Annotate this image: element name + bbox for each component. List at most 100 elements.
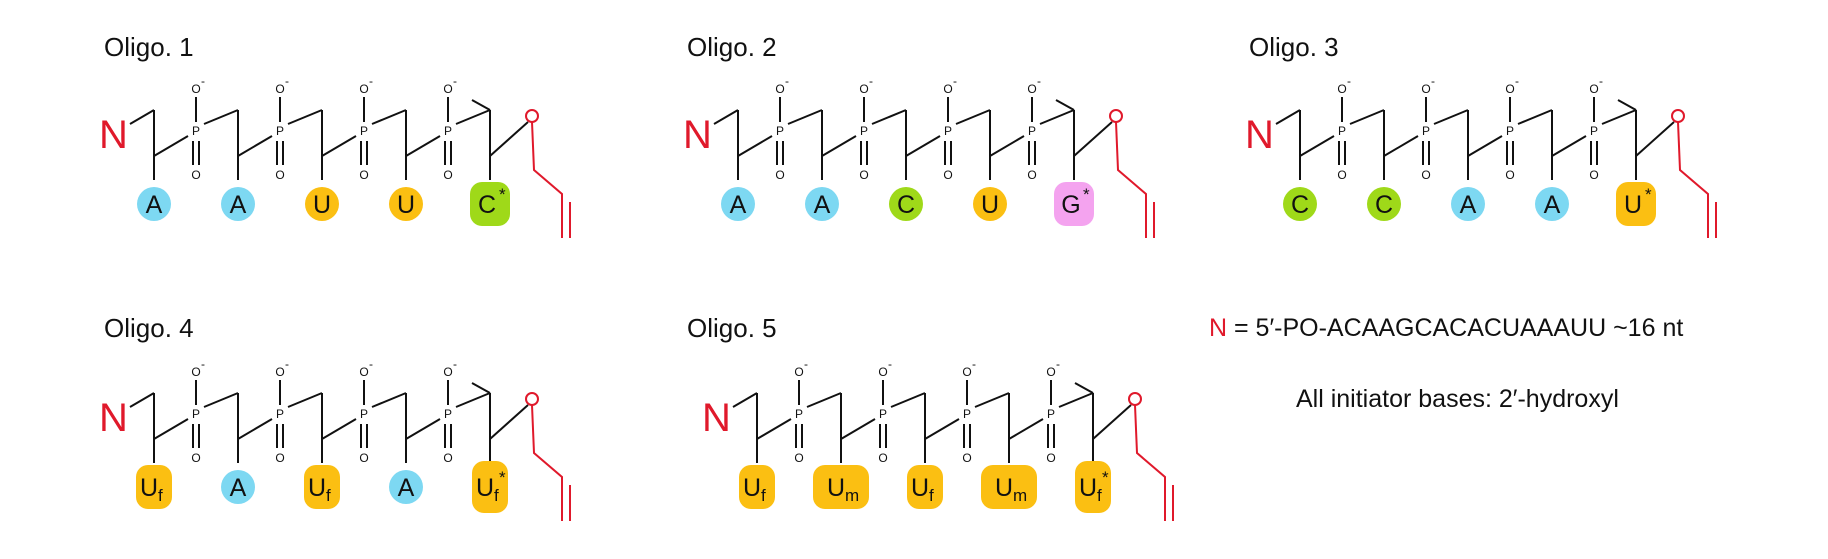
base-A-shape (805, 187, 839, 221)
oxygen-atom: O (191, 365, 200, 379)
oligo-title: Oligo. 1 (104, 32, 194, 62)
oxygen-atom: O (1027, 168, 1036, 182)
oxygen-atom: O (1421, 168, 1430, 182)
oxygen-atom: O (1421, 82, 1430, 96)
base-U-shape (305, 187, 339, 221)
ester-bond (871, 109, 907, 125)
ester-bond (974, 392, 1010, 408)
ester-bond (737, 135, 773, 157)
base-label: A (1460, 191, 1477, 219)
n-label: N (702, 396, 731, 440)
negative-charge: - (1037, 74, 1041, 88)
ester-bond (153, 135, 189, 157)
oxygen-atom: O (443, 451, 452, 465)
ester-bond (1601, 109, 1637, 125)
base-U-shape (304, 465, 340, 509)
ester-bond (455, 109, 491, 125)
base-label: A (398, 474, 415, 502)
oxygen-atom: O (275, 168, 284, 182)
ester-bond (840, 418, 876, 440)
ester-bond (1433, 109, 1469, 125)
ester-bond (287, 392, 323, 408)
base-label: U (397, 191, 415, 219)
oxygen-atom: O (1505, 82, 1514, 96)
phosphorus-atom: P (1338, 124, 1346, 138)
negative-charge: - (285, 357, 289, 371)
negative-charge: - (369, 74, 373, 88)
backbone-bond (129, 392, 155, 408)
terminal-carbon-bond (1055, 99, 1075, 111)
allyl-chain (1115, 121, 1147, 238)
oxygen-atom: O (275, 451, 284, 465)
terminal-marker: * (499, 185, 506, 204)
phosphorus-atom: P (963, 407, 971, 421)
oxygen-atom: O (1589, 168, 1598, 182)
base-A-shape (221, 187, 255, 221)
base-label: A (1544, 191, 1561, 219)
ester-bond (321, 418, 357, 440)
base-modification: m (845, 486, 859, 505)
base-U-shape (472, 461, 508, 513)
base-G-shape (1054, 182, 1094, 226)
oxygen-atom: O (1337, 82, 1346, 96)
base-U-shape (1616, 182, 1656, 226)
oxygen-atom: O (191, 82, 200, 96)
phosphorus-atom: P (1028, 124, 1036, 138)
base-label: C (478, 191, 496, 219)
ester-bond (955, 109, 991, 125)
oxygen-atom: O (878, 365, 887, 379)
oxygen-atom: O (443, 365, 452, 379)
oxygen-atom: O (443, 168, 452, 182)
base-label: U (476, 474, 494, 502)
ester-bond (405, 418, 441, 440)
base-label: U (981, 191, 999, 219)
base-C-shape (889, 187, 923, 221)
negative-charge: - (285, 74, 289, 88)
phosphorus-atom: P (276, 407, 284, 421)
oxygen-atom: O (794, 451, 803, 465)
oxygen-atom: O (359, 451, 368, 465)
ester-bond (237, 418, 273, 440)
ester-bond (237, 135, 273, 157)
ester-bond (905, 135, 941, 157)
ester-bond (1058, 392, 1094, 408)
ester-bond (1467, 135, 1503, 157)
base-modification: f (929, 486, 934, 505)
oligo-title: Oligo. 4 (104, 313, 194, 343)
negative-charge: - (869, 74, 873, 88)
ester-bond (924, 418, 960, 440)
oxygen-atom: O (962, 365, 971, 379)
base-U-shape (136, 465, 172, 509)
phosphorus-atom: P (192, 124, 200, 138)
oxygen-atom: O (275, 82, 284, 96)
base-A-shape (389, 470, 423, 504)
terminal-marker: * (499, 468, 506, 487)
ester-bond (321, 135, 357, 157)
ester-bond (153, 418, 189, 440)
base-U-shape (981, 465, 1037, 509)
oxygen-atom: O (775, 82, 784, 96)
terminal-oxygen-atom (1128, 392, 1142, 406)
ester-bond (1008, 418, 1044, 440)
ester-bond (371, 392, 407, 408)
oxygen-atom: O (794, 365, 803, 379)
n-label: N (99, 113, 128, 157)
negative-charge: - (1347, 74, 1351, 88)
phosphorus-atom: P (444, 407, 452, 421)
phosphorus-atom: P (795, 407, 803, 421)
base-C-shape (1283, 187, 1317, 221)
oxygen-atom: O (775, 168, 784, 182)
ester-bond (890, 392, 926, 408)
ester-bond (287, 109, 323, 125)
oxygen-atom: O (275, 365, 284, 379)
terminal-bond (489, 121, 529, 157)
oxygen-atom: O (859, 168, 868, 182)
base-A-shape (137, 187, 171, 221)
phosphorus-atom: P (944, 124, 952, 138)
phosphorus-atom: P (360, 124, 368, 138)
base-label: A (230, 474, 247, 502)
terminal-carbon-bond (471, 99, 491, 111)
